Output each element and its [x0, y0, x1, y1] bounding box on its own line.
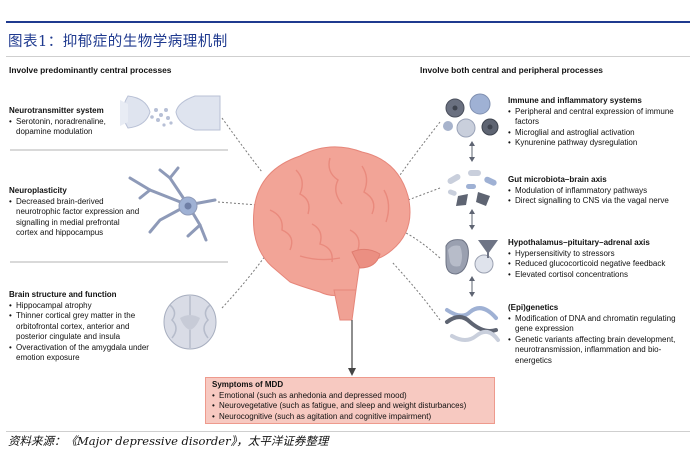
neuroplasticity-block: Neuroplasticity Decreased brain-derived …	[9, 186, 141, 239]
immune-block: Immune and inflammatory systems Peripher…	[508, 96, 690, 149]
block-item: Thinner cortical grey matter in the orbi…	[9, 311, 159, 343]
block-heading: Hypothalamus–pituitary–adrenal axis	[508, 238, 690, 249]
hpa-axis-block: Hypothalamus–pituitary–adrenal axis Hype…	[508, 238, 690, 280]
source-note: 资料来源：《Major depressive disorder》，太平洋证券整理	[8, 433, 328, 449]
block-item: Hypersensitivity to stressors	[508, 249, 690, 260]
block-heading: Neurotransmitter system	[9, 106, 129, 117]
block-item: Modification of DNA and chromatin regula…	[508, 314, 690, 335]
block-item: Genetic variants affecting brain develop…	[508, 335, 690, 367]
block-item: Hippocampal atrophy	[9, 301, 159, 312]
symptom-item: Emotional (such as anhedonia and depress…	[212, 391, 488, 402]
block-heading: Immune and inflammatory systems	[508, 96, 690, 107]
block-heading: Gut microbiota–brain axis	[508, 175, 690, 186]
block-item: Direct signalling to CNS via the vagal n…	[508, 196, 690, 207]
symptoms-box: Symptoms of MDD Emotional (such as anhed…	[205, 377, 495, 424]
brain-structure-block: Brain structure and function Hippocampal…	[9, 290, 159, 364]
block-item: Peripheral and central expression of imm…	[508, 107, 690, 128]
epigenetics-block: (Epi)genetics Modification of DNA and ch…	[508, 303, 690, 366]
symptom-item: Neurovegetative (such as fatigue, and sl…	[212, 401, 488, 412]
symptoms-heading: Symptoms of MDD	[212, 380, 488, 391]
block-item: Microglial and astroglial activation	[508, 128, 690, 139]
gut-microbiota-block: Gut microbiota–brain axis Modulation of …	[508, 175, 690, 207]
block-item: Modulation of inflammatory pathways	[508, 186, 690, 197]
block-item: Overactivation of the amygdala under emo…	[9, 343, 159, 364]
block-item: Serotonin, noradrenaline, dopamine modul…	[9, 117, 129, 138]
neurotransmitter-block: Neurotransmitter system Serotonin, norad…	[9, 106, 129, 138]
block-item: Kynurenine pathway dysregulation	[508, 138, 690, 149]
right-column-header: Involve both central and peripheral proc…	[420, 65, 603, 75]
block-item: Decreased brain-derived neurotrophic fac…	[9, 197, 141, 239]
block-item: Reduced glucocorticoid negative feedback	[508, 259, 690, 270]
title-rule	[6, 21, 690, 23]
block-heading: Neuroplasticity	[9, 186, 141, 197]
block-heading: Brain structure and function	[9, 290, 159, 301]
page-title: 图表1：抑郁症的生物学病理机制	[8, 30, 228, 51]
block-item: Elevated cortisol concentrations	[508, 270, 690, 281]
symptom-item: Neurocognitive (such as agitation and co…	[212, 412, 488, 423]
left-column-header: Involve predominantly central processes	[9, 65, 171, 75]
block-heading: (Epi)genetics	[508, 303, 690, 314]
